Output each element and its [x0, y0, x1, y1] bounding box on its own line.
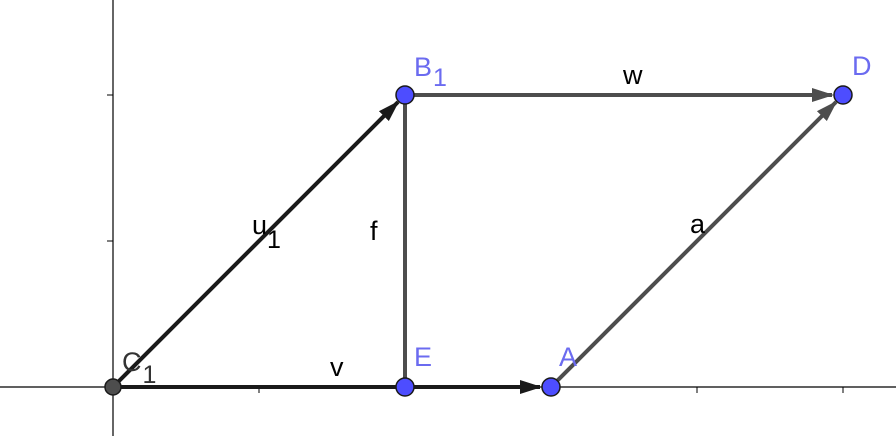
label-c1-sub: 1	[143, 361, 157, 389]
label-b1-name: B	[414, 52, 432, 82]
label-d: D	[852, 51, 872, 81]
label-c1: C1	[122, 347, 156, 389]
vector-u1[interactable]	[111, 100, 400, 389]
y-axis-ticks	[107, 94, 113, 242]
point-d[interactable]	[833, 85, 853, 105]
label-a: A	[559, 342, 577, 372]
point-a[interactable]	[541, 377, 561, 397]
label-w: w	[622, 60, 643, 90]
point-c1[interactable]	[104, 378, 122, 396]
label-b1: B1	[414, 52, 447, 92]
vector-a[interactable]	[549, 100, 838, 389]
label-u1: u1	[252, 210, 281, 254]
label-u1-sub: 1	[267, 226, 281, 254]
label-v: v	[330, 352, 344, 382]
label-f: f	[370, 216, 378, 246]
label-u1-name: u	[252, 210, 267, 240]
point-b1[interactable]	[395, 85, 415, 105]
label-e: E	[414, 342, 432, 372]
label-a-vector: a	[690, 209, 706, 239]
label-c1-name: C	[122, 347, 142, 377]
point-e[interactable]	[395, 377, 415, 397]
label-b1-sub: 1	[433, 64, 447, 92]
